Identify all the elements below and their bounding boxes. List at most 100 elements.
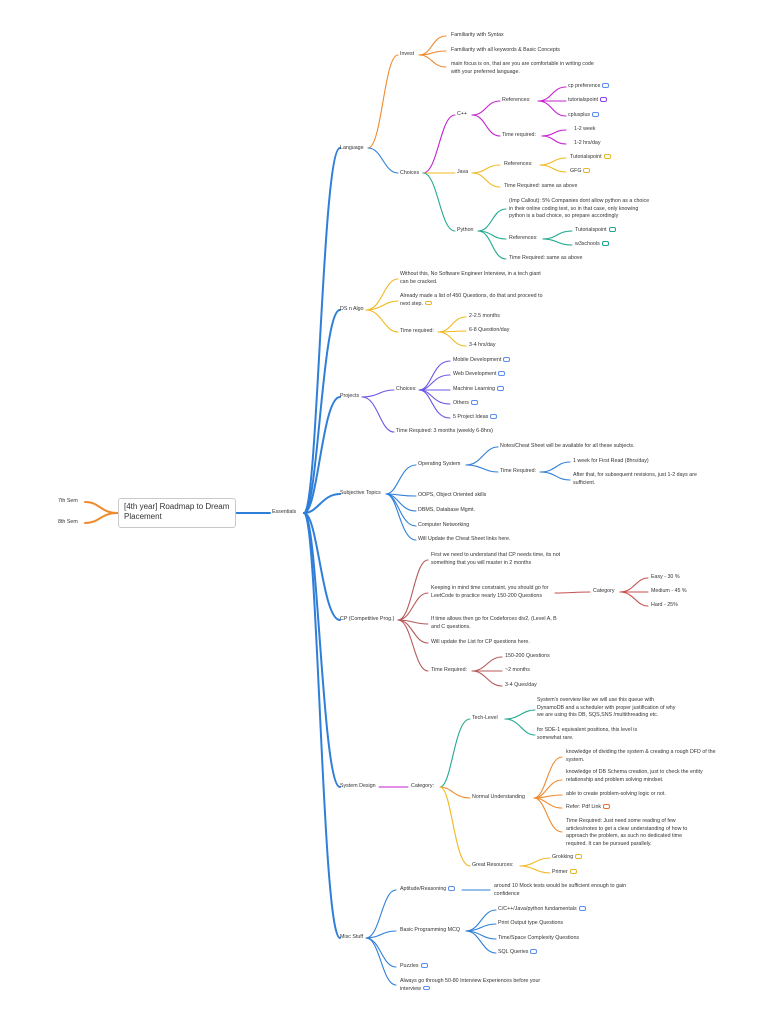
node-8th-sem[interactable]: 8th Sem bbox=[58, 519, 78, 525]
node-pc5[interactable]: 5 Project Ideas bbox=[453, 414, 498, 422]
node-py-ref2[interactable]: w3schools bbox=[575, 241, 609, 249]
node-java-ref2[interactable]: GFG bbox=[570, 168, 591, 176]
node-os[interactable]: Operating System bbox=[418, 461, 461, 467]
node-puzzles[interactable]: Puzzles bbox=[400, 963, 428, 971]
link-icon[interactable] bbox=[575, 854, 583, 859]
link-icon[interactable] bbox=[592, 112, 600, 117]
node-oops[interactable]: OOPS, Object Oriented skills bbox=[418, 492, 487, 498]
node-cp-medium[interactable]: Medium - 45 % bbox=[651, 588, 687, 594]
node-sysdesign[interactable]: System Design bbox=[340, 783, 376, 789]
node-interview[interactable]: Always go through 50-80 Interview Experi… bbox=[400, 978, 550, 993]
node-projects[interactable]: Projects bbox=[340, 393, 360, 399]
link-icon[interactable] bbox=[424, 300, 432, 306]
node-language[interactable]: Language bbox=[340, 145, 364, 151]
node-sd-normal[interactable]: Normal Understanding bbox=[472, 794, 525, 800]
node-lang-syntax[interactable]: Familiarity with Syntax bbox=[451, 32, 504, 38]
node-dbms[interactable]: DBMS, Database Mgmt. bbox=[418, 507, 476, 513]
node-pc4[interactable]: Others bbox=[453, 400, 478, 408]
node-cpp-time2[interactable]: 1-2 hrs/day bbox=[574, 140, 601, 146]
node-ds1[interactable]: Without this, No Software Engineer Inter… bbox=[400, 271, 541, 285]
node-ds2[interactable]: Already made a list of 450 Questions, do… bbox=[400, 293, 550, 308]
node-cp-t1[interactable]: 150-200 Questions bbox=[505, 653, 550, 659]
node-java[interactable]: Java bbox=[457, 169, 469, 175]
node-os-t2[interactable]: After that, for subsequent revisions, ju… bbox=[573, 472, 697, 486]
node-cp3[interactable]: If time allows then go for Codeforces di… bbox=[431, 616, 557, 630]
node-bpmcq[interactable]: Basic Programming MCQ bbox=[400, 927, 461, 933]
node-cp1[interactable]: First we need to understand that CP need… bbox=[431, 552, 561, 566]
node-sd-n2[interactable]: knowledge of DB Schema creation, just to… bbox=[566, 769, 703, 783]
node-ds-t1[interactable]: 2-2.5 months bbox=[469, 313, 500, 319]
node-ds-t2[interactable]: 6-8 Question/day bbox=[469, 327, 510, 333]
node-mcq2[interactable]: Print Output type Questions bbox=[498, 920, 564, 926]
node-sd-g1[interactable]: Grokking bbox=[552, 854, 583, 862]
node-os-t1[interactable]: 1 week for First Read (8hrs/day) bbox=[573, 458, 649, 464]
link-icon[interactable] bbox=[422, 985, 430, 991]
node-sub-update[interactable]: Will Update the Cheat Sheet links here. bbox=[418, 536, 511, 542]
link-icon[interactable] bbox=[503, 357, 511, 362]
node-sd-tech[interactable]: Tech-Level bbox=[472, 715, 498, 721]
node-pc2[interactable]: Web Development bbox=[453, 371, 506, 379]
node-misc[interactable]: Misc Stuff bbox=[340, 934, 364, 940]
node-cpp-refs[interactable]: References: bbox=[502, 97, 531, 103]
node-mcq4[interactable]: SQL Queries bbox=[498, 949, 538, 957]
node-pc3[interactable]: Machine Learning bbox=[453, 386, 505, 394]
node-7th-sem[interactable]: 7th Sem bbox=[58, 498, 78, 504]
link-icon[interactable] bbox=[602, 83, 610, 88]
link-icon[interactable] bbox=[530, 949, 538, 954]
link-icon[interactable] bbox=[600, 97, 608, 102]
node-python[interactable]: Python bbox=[457, 227, 474, 233]
node-py-time[interactable]: Time Required: same as above bbox=[509, 255, 583, 261]
node-cp-easy[interactable]: Easy - 30 % bbox=[651, 574, 680, 580]
node-lang-focus[interactable]: main focus is on, that are you are comfo… bbox=[451, 61, 594, 75]
link-icon[interactable] bbox=[603, 154, 611, 159]
node-py-ref1[interactable]: Tutorialspoint bbox=[575, 227, 616, 235]
node-cpp-ref2[interactable]: tutorialspoint bbox=[568, 97, 608, 105]
node-sd-tech1[interactable]: System's overview like we will use this … bbox=[537, 697, 676, 719]
node-cpp-time1[interactable]: 1-2 week bbox=[574, 126, 596, 132]
node-cp-category[interactable]: Category bbox=[593, 588, 615, 594]
central-topic[interactable]: [4th year] Roadmap to Dream Placement bbox=[118, 498, 236, 528]
node-py-refs[interactable]: References: bbox=[509, 235, 538, 241]
node-java-refs[interactable]: References: bbox=[504, 161, 533, 167]
link-icon[interactable] bbox=[497, 386, 505, 391]
node-cp-hard[interactable]: Hard - 25% bbox=[651, 602, 678, 608]
node-cn[interactable]: Computer Networking bbox=[418, 522, 470, 528]
node-cp2[interactable]: Keeping in mind time constraint, you sho… bbox=[431, 585, 549, 599]
node-lang-keywords[interactable]: Familiarity with all keywords & Basic Co… bbox=[451, 47, 560, 53]
link-icon[interactable] bbox=[608, 227, 616, 232]
node-sd-n4[interactable]: Refer: Pdf Link bbox=[566, 804, 611, 812]
node-cp[interactable]: CP (Competitive Prog.) bbox=[340, 616, 395, 622]
node-pc1[interactable]: Mobile Development bbox=[453, 357, 511, 365]
node-proj-time[interactable]: Time Required: 3 months (weekly 6-8hrs) bbox=[396, 428, 493, 434]
link-icon[interactable] bbox=[490, 414, 498, 419]
link-icon[interactable] bbox=[448, 886, 456, 891]
node-mcq3[interactable]: Time/Space Complexity Questions bbox=[498, 935, 580, 941]
node-sd-great[interactable]: Great Resources: bbox=[472, 862, 514, 868]
node-java-ref1[interactable]: Tutorialspoint bbox=[570, 154, 611, 162]
link-icon[interactable] bbox=[578, 906, 586, 911]
node-cp4[interactable]: Will update the List for CP questions he… bbox=[431, 639, 530, 645]
node-aptitude[interactable]: Aptitude/Reasoning bbox=[400, 886, 456, 894]
node-essentials[interactable]: Essentials bbox=[272, 509, 297, 515]
node-cp-t3[interactable]: 3-4 Ques/day bbox=[505, 682, 537, 688]
node-py-callout[interactable]: (Imp Callout): 5% Companies dont allow p… bbox=[509, 198, 650, 220]
link-icon[interactable] bbox=[470, 400, 478, 405]
link-icon[interactable] bbox=[420, 963, 428, 968]
node-cpp-ref3[interactable]: cplusplus bbox=[568, 112, 600, 120]
node-ds-t3[interactable]: 3-4 hrs/day bbox=[469, 342, 496, 348]
node-cpp-time[interactable]: Time required: bbox=[502, 132, 536, 138]
node-invest[interactable]: Invest bbox=[400, 51, 415, 57]
link-icon[interactable] bbox=[601, 241, 609, 246]
node-cp-t2[interactable]: ~2 months bbox=[505, 667, 530, 673]
link-icon[interactable] bbox=[498, 371, 506, 376]
node-sd-tech2[interactable]: for SDE-1 equivalent positions, this lev… bbox=[537, 727, 638, 741]
node-ds-time[interactable]: Time required: bbox=[400, 328, 434, 334]
link-icon[interactable] bbox=[603, 804, 611, 809]
node-proj-choices[interactable]: Choices: bbox=[396, 386, 417, 392]
node-sd-n5[interactable]: Time Required: Just need some reading of… bbox=[566, 818, 688, 847]
node-sd-n3[interactable]: able to create problem-solving logic or … bbox=[566, 791, 666, 797]
node-choices[interactable]: Choices bbox=[400, 170, 420, 176]
node-subjective[interactable]: Subjective Topics bbox=[340, 490, 381, 496]
node-os-notes[interactable]: Notes/Cheat Sheet will be available for … bbox=[500, 443, 635, 449]
node-os-time[interactable]: Time Required: bbox=[500, 468, 537, 474]
